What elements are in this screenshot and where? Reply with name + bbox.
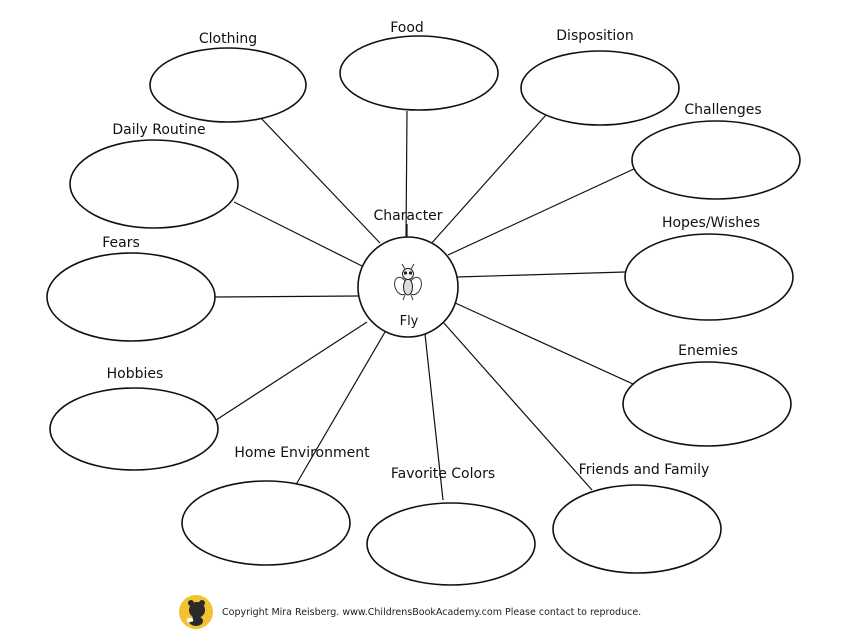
hopes-wishes-ellipse[interactable] <box>624 233 794 321</box>
challenges-ellipse[interactable] <box>631 120 801 200</box>
label-daily-routine: Daily Routine <box>112 122 205 138</box>
spoke-fears <box>214 295 359 298</box>
fears-ellipse[interactable] <box>46 252 216 342</box>
spoke-challenges <box>447 167 637 256</box>
food-ellipse[interactable] <box>339 35 499 111</box>
label-friends-family: Friends and Family <box>579 462 710 478</box>
daily-routine-ellipse[interactable] <box>69 139 239 229</box>
friends-family-ellipse[interactable] <box>552 484 722 574</box>
enemies-ellipse[interactable] <box>622 361 792 447</box>
spoke-disposition <box>429 114 547 246</box>
label-challenges: Challenges <box>684 102 761 118</box>
spoke-food <box>405 110 408 241</box>
clothing-ellipse[interactable] <box>149 47 307 123</box>
copyright-text: Copyright Mira Reisberg. www.ChildrensBo… <box>222 606 642 618</box>
spoke-clothing <box>257 114 381 244</box>
spoke-friends-family <box>442 321 593 491</box>
spoke-hobbies <box>212 321 368 423</box>
spoke-favorite-colors <box>424 333 444 501</box>
home-environment-ellipse[interactable] <box>181 480 351 566</box>
center-label: Fly <box>400 314 419 329</box>
label-clothing: Clothing <box>199 31 257 47</box>
label-hobbies: Hobbies <box>107 366 164 382</box>
spoke-daily-routine <box>233 201 363 267</box>
spokes <box>212 110 637 501</box>
label-home-environment: Home Environment <box>234 445 370 461</box>
disposition-ellipse[interactable] <box>520 50 680 126</box>
bear-logo-icon <box>179 595 213 629</box>
spoke-home-environment <box>293 331 386 489</box>
category-ellipses <box>46 35 801 586</box>
label-food: Food <box>390 20 424 36</box>
spoke-hopes-wishes <box>456 271 626 278</box>
label-enemies: Enemies <box>678 343 738 359</box>
footer: Copyright Mira Reisberg. www.ChildrensBo… <box>178 594 641 630</box>
spoke-enemies <box>452 301 634 385</box>
center-node: Character Fly <box>357 208 459 338</box>
hobbies-ellipse[interactable] <box>49 387 219 471</box>
label-favorite-colors: Favorite Colors <box>391 466 495 482</box>
label-fears: Fears <box>102 235 140 251</box>
center-header: Character <box>373 208 442 224</box>
fly-icon <box>394 263 422 301</box>
favorite-colors-ellipse[interactable] <box>366 502 536 586</box>
category-labels: Clothing Food Disposition Challenges Dai… <box>102 20 761 482</box>
label-hopes-wishes: Hopes/Wishes <box>662 215 760 231</box>
label-disposition: Disposition <box>556 28 633 44</box>
